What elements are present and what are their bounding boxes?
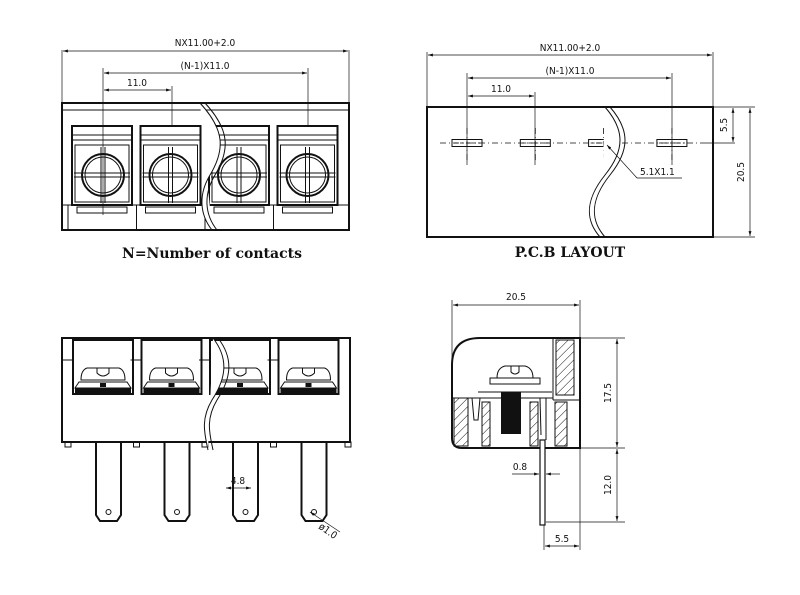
screw-profile-icon <box>217 367 263 381</box>
section-dim-width-label: 20.5 <box>506 292 526 303</box>
pcb-dim-span: (N-1)X11.0 <box>466 66 673 165</box>
section-dim-width: 20.5 <box>451 292 581 360</box>
pcb-outline <box>426 106 714 238</box>
solder-tab <box>232 442 259 522</box>
front-dim-overall: NX11.00+2.0 <box>61 38 350 102</box>
solder-tab <box>163 442 191 522</box>
front-terminal-cell <box>136 125 202 230</box>
pcb-dim-offset: 5.5 <box>700 106 755 144</box>
section-dim-pin-len: 12.0 <box>546 449 625 523</box>
section-screw-head <box>496 365 534 379</box>
front-view: NX11.00+2.0 (N-1)X11.0 11.0 N=Number of … <box>61 38 350 262</box>
section-dim-pin-thk-label: 0.8 <box>513 462 528 473</box>
pcb-pad <box>451 128 483 163</box>
pcb-dim-depth: 20.5 <box>713 108 755 238</box>
front-dim-span-label: (N-1)X11.0 <box>181 61 230 72</box>
tab-width-dim: 4.8 <box>226 476 251 490</box>
tab-hole-icon <box>174 509 180 515</box>
side-view: 4.8 ø1.0 <box>61 337 352 542</box>
pcb-dim-overall: NX11.00+2.0 <box>426 43 714 107</box>
front-terminal-cell <box>67 125 133 230</box>
section-dim-height: 17.5 <box>580 337 625 449</box>
pcb-pad <box>519 128 551 163</box>
section-dim-pin-thk: 0.8 <box>512 462 560 476</box>
solder-tab <box>95 442 122 522</box>
tab-width-label: 4.8 <box>231 476 246 487</box>
pcb-dim-span-label: (N-1)X11.0 <box>546 66 595 77</box>
front-dim-pitch: 11.0 <box>104 78 173 125</box>
front-dim-overall-label: NX11.00+2.0 <box>175 38 236 49</box>
screw-profile-icon <box>80 367 126 381</box>
front-break-line <box>199 102 221 231</box>
section-view: 20.5 17.5 <box>451 292 625 550</box>
front-dim-span: (N-1)X11.0 <box>102 61 309 215</box>
pcb-break-line <box>588 106 621 238</box>
screw-head-icon <box>81 153 125 197</box>
section-wall-hatch <box>555 339 575 396</box>
pcb-caption: P.C.B LAYOUT <box>515 245 626 261</box>
section-pin <box>539 439 546 526</box>
pcb-pad-leader <box>606 144 638 179</box>
screw-head-icon <box>148 153 193 197</box>
pcb-pad-label: 5.1X1.1 <box>640 167 675 178</box>
front-caption: N=Number of contacts <box>122 246 302 262</box>
pcb-layout-view: NX11.00+2.0 (N-1)X11.0 11.0 5.1X1.1 5.5 <box>426 43 755 261</box>
pcb-dim-pitch-label: 11.0 <box>491 84 511 95</box>
front-terminal-cell <box>273 125 339 230</box>
pcb-dim-depth-label: 20.5 <box>736 162 747 182</box>
side-terminal-cell <box>267 339 340 448</box>
pcb-dim-overall-label: NX11.00+2.0 <box>540 43 601 54</box>
screw-head-icon <box>217 153 261 197</box>
section-screw-thread <box>501 392 521 434</box>
tab-hole-icon <box>242 509 249 515</box>
solder-tab <box>300 442 328 522</box>
side-terminal-cell <box>130 339 203 448</box>
section-dim-pin-offset-label: 5.5 <box>555 534 569 545</box>
screw-profile-icon <box>285 367 332 381</box>
section-dim-height-label: 17.5 <box>603 383 614 403</box>
pcb-dim-pitch: 11.0 <box>468 84 536 165</box>
tab-hole-icon <box>105 509 112 515</box>
screw-head-icon <box>285 153 330 197</box>
pcb-pad <box>656 128 688 163</box>
hole-dia-label: ø1.0 <box>316 521 339 542</box>
front-dim-pitch-label: 11.0 <box>127 78 147 89</box>
section-dim-pin-len-label: 12.0 <box>603 475 614 495</box>
section-dim-pin-offset: 5.5 <box>543 448 581 550</box>
section-housing <box>451 337 581 449</box>
screw-profile-icon <box>148 367 195 381</box>
pcb-dim-offset-label: 5.5 <box>719 118 730 132</box>
side-terminal-cell <box>62 339 134 448</box>
